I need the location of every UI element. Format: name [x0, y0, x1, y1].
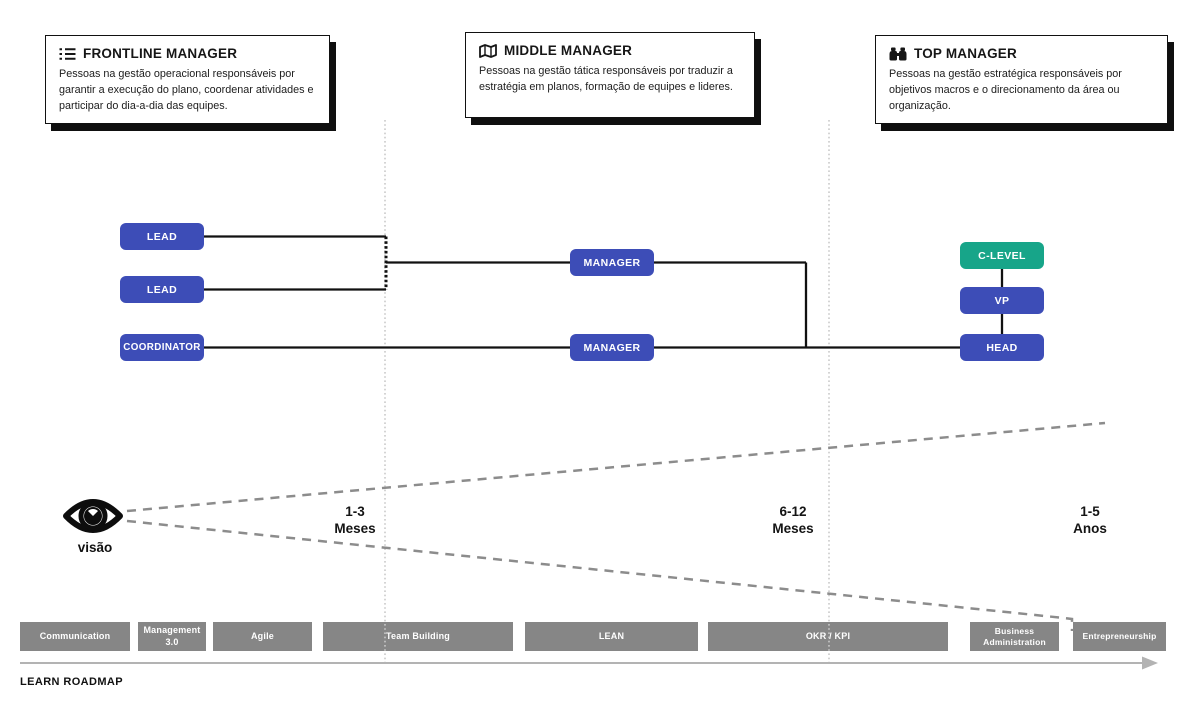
org-node-c-level: C-LEVEL	[960, 242, 1044, 269]
roadmap-chip-entrepreneurship: Entrepreneurship	[1073, 622, 1166, 651]
card-title: FRONTLINE MANAGER	[83, 46, 238, 61]
timeline-label-1-3-meses: 1-3 Meses	[334, 503, 375, 537]
card-top-title-row: TOP MANAGER	[889, 46, 1154, 61]
task-list-icon	[59, 47, 76, 61]
roadmap-chip-business-administration: Business Administration	[970, 622, 1059, 651]
roadmap-chip-management30: Management 3.0	[138, 622, 206, 651]
card-middle-title-row: MIDDLE MANAGER	[479, 43, 741, 58]
timeline-label-1-5-anos: 1-5 Anos	[1073, 503, 1107, 537]
card-frontline-title-row: FRONTLINE MANAGER	[59, 46, 316, 61]
org-node-vp: VP	[960, 287, 1044, 314]
org-node-lead-1: LEAD	[120, 223, 204, 250]
card-description: Pessoas na gestão operacional responsáve…	[59, 68, 314, 113]
timeline-unit: Meses	[772, 521, 814, 536]
roadmap-chip-okr-kpi: OKR / KPI	[708, 622, 948, 651]
binoculars-icon	[889, 47, 907, 61]
timeline-value: 1-5	[1080, 504, 1100, 519]
card-title: MIDDLE MANAGER	[504, 43, 633, 58]
roadmap-chip-lean: LEAN	[525, 622, 698, 651]
card-title: TOP MANAGER	[914, 46, 1017, 61]
roadmap-chip-agile: Agile	[213, 622, 312, 651]
eye-icon	[62, 494, 124, 543]
timeline-value: 6-12	[779, 504, 807, 519]
org-node-lead-2: LEAD	[120, 276, 204, 303]
card-description: Pessoas na gestão estratégica responsáve…	[889, 68, 1122, 113]
card-frontline-manager: FRONTLINE MANAGER Pessoas na gestão oper…	[45, 35, 330, 124]
vision-cone-lines	[126, 421, 1106, 631]
learn-roadmap-title: LEARN ROADMAP	[20, 676, 123, 688]
org-node-head: HEAD	[960, 334, 1044, 361]
timeline-label-6-12-meses: 6-12 Meses	[772, 503, 813, 537]
org-node-manager-2: MANAGER	[570, 334, 654, 361]
card-middle-manager: MIDDLE MANAGER Pessoas na gestão tática …	[465, 32, 755, 118]
card-description: Pessoas na gestão tática responsáveis po…	[479, 65, 733, 94]
map-icon	[479, 43, 497, 58]
vision-label: visão	[77, 540, 113, 555]
roadmap-arrow	[20, 656, 1158, 670]
roadmap-chip-communication: Communication	[20, 622, 130, 651]
timeline-value: 1-3	[345, 504, 365, 519]
card-top-manager: TOP MANAGER Pessoas na gestão estratégic…	[875, 35, 1168, 124]
org-node-coordinator: COORDINATOR	[120, 334, 204, 361]
org-node-manager-1: MANAGER	[570, 249, 654, 276]
timeline-unit: Meses	[334, 521, 376, 536]
roadmap-chip-team-building: Team Building	[323, 622, 513, 651]
timeline-unit: Anos	[1073, 521, 1107, 536]
